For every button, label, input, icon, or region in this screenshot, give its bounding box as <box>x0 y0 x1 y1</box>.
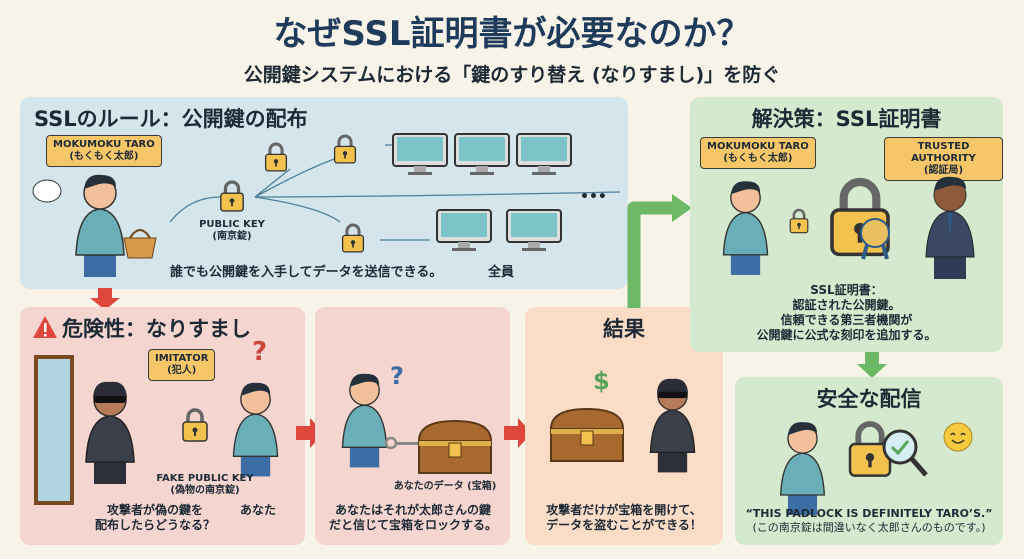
fake-key-label: FAKE PUBLIC KEY(偽物の南京錠) <box>150 473 260 497</box>
lock-caption-line1: あなたはそれが太郎さんの鍵 <box>334 503 491 517</box>
panel-safe-delivery: 安全な配信 “THIS PADLOCK IS DEFINITELY TARO’S… <box>735 377 1003 545</box>
distribution-arrows <box>169 144 621 241</box>
solution-heading: 解決策：SSL証明書 <box>751 107 942 131</box>
padlock-icon <box>788 208 810 235</box>
public-key-padlock-icon <box>219 180 245 213</box>
authority-figure <box>925 176 975 279</box>
down-arrow-icon <box>857 352 887 378</box>
page-title: なぜSSL証明書が必要なのか？ <box>273 14 751 54</box>
up-right-arrow-icon <box>627 194 692 308</box>
result-caption-line1: 攻撃者だけが宝箱を開けて、 <box>546 503 702 517</box>
down-arrow-icon <box>90 288 120 310</box>
rule-caption: 誰でも公開鍵を入手してデータを送信できる。 <box>170 265 443 280</box>
public-key-text-jp: (南京錠) <box>212 231 252 242</box>
safe-quote: “THIS PADLOCK IS DEFINITELY TARO’S.”(この南… <box>735 507 1003 535</box>
rule-heading: SSLのルール：公開鍵の配布 <box>34 107 308 131</box>
everyone-label: 全員 <box>488 265 515 280</box>
authority-label-jp: (認証局) <box>923 165 964 176</box>
basket-icon <box>123 229 157 259</box>
you-label: あなた <box>240 503 277 517</box>
certified-padlock-icon <box>825 175 895 260</box>
warning-icon <box>33 316 57 338</box>
taro-name: MOKUMOKU TARO <box>707 141 809 152</box>
solution-desc-line3: 信頼できる第三者機関が <box>780 313 913 327</box>
solution-desc-line2: 認証された公開鍵。 <box>792 298 901 312</box>
panel-danger-impersonation: 危険性：なりすまし IMITATOR(犯人) ? FAKE PUBLIC KEY… <box>20 307 305 545</box>
lock-caption: あなたはそれが太郎さんの鍵だと信じて宝箱をロックする。 <box>319 503 507 533</box>
panel-lock-data: ? あなたのデータ (宝箱) あなたはそれが太郎さんの鍵だと信じて宝箱をロックす… <box>315 307 510 545</box>
danger-heading: 危険性：なりすまし <box>62 317 251 341</box>
question-mark-icon: ? <box>252 337 268 367</box>
dollar-icon: $ <box>593 367 610 395</box>
safe-quote-jp: (この南京錠は間違いなく太郎さんのものです。) <box>752 521 986 534</box>
danger-caption: 攻撃者が偽の鍵を配布したらどうなる？ <box>80 503 230 533</box>
taro-bubble: MOKUMOKU TARO(もくもく太郎) <box>46 135 162 167</box>
cloud-icon <box>32 179 62 203</box>
lock-caption-line2: だと信じて宝箱をロックする。 <box>328 518 497 532</box>
panel-result: 結果 $ 攻撃者だけが宝箱を開けて、データを盗むことができる！ <box>525 307 723 545</box>
panel-public-key-rule: SSLのルール：公開鍵の配布 MOKUMOKU TARO(もくもく太郎) PUB… <box>20 97 628 289</box>
taro-name-jp: (もくもく太郎) <box>723 153 793 164</box>
solution-desc-line1: SSL証明書： <box>810 283 883 297</box>
happy-person-figure <box>779 421 826 515</box>
more-ellipsis: ••• <box>580 189 607 205</box>
result-caption-line2: データを盗むことができる！ <box>546 518 702 532</box>
you-figure <box>341 372 388 469</box>
key-icon <box>384 436 423 450</box>
danger-caption-line1: 攻撃者が偽の鍵を <box>106 503 203 517</box>
imitator-figure <box>85 380 135 485</box>
result-caption: 攻撃者だけが宝箱を開けて、データを盗むことができる！ <box>525 503 723 533</box>
chest-label: あなたのデータ (宝箱) <box>393 481 497 492</box>
fake-padlock-icon <box>181 408 209 443</box>
padlock-icon <box>264 142 288 173</box>
computer-icon <box>516 133 572 176</box>
public-key-label: PUBLIC KEY(南京錠) <box>196 219 268 243</box>
open-chest-icon <box>550 408 624 462</box>
public-key-text: PUBLIC KEY <box>199 219 265 230</box>
computer-icon <box>454 133 510 176</box>
authority-label: TRUSTED AUTHORITY <box>911 141 976 164</box>
panel-solution: 解決策：SSL証明書 MOKUMOKU TARO(もくもく太郎) TRUSTED… <box>690 97 1003 352</box>
solution-desc-line4: 公開鍵に公式な刻印を追加する。 <box>756 328 937 342</box>
imitator-label: IMITATOR <box>155 353 209 364</box>
magnifier-check-icon <box>882 429 928 477</box>
fake-key-text: FAKE PUBLIC KEY <box>156 473 254 484</box>
page-subtitle: 公開鍵システムにおける「鍵のすり替え (なりすまし)」を防ぐ <box>243 64 781 86</box>
computer-icon <box>436 209 492 252</box>
question-mark-icon: ? <box>390 362 404 390</box>
fake-key-text-jp: (偽物の南京錠) <box>170 485 240 496</box>
safe-heading: 安全な配信 <box>816 387 922 411</box>
solution-description: SSL証明書：認証された公開鍵。信頼できる第三者機関が公開鍵に公式な刻印を追加す… <box>690 283 1003 343</box>
computer-icon <box>392 133 448 176</box>
smiley-icon <box>943 422 973 452</box>
imitator-bubble: IMITATOR(犯人) <box>148 349 216 381</box>
taro-figure <box>722 180 769 276</box>
danger-caption-line2: 配布したらどうなる？ <box>94 518 215 532</box>
safe-quote-en: “THIS PADLOCK IS DEFINITELY TARO’S.” <box>745 507 993 520</box>
imitator-label-jp: (犯人) <box>167 365 197 376</box>
padlock-icon <box>333 134 357 165</box>
taro-name-jp: (もくもく太郎) <box>69 151 139 162</box>
taro-bubble: MOKUMOKU TARO(もくもく太郎) <box>700 137 816 169</box>
taro-name: MOKUMOKU TARO <box>53 139 155 150</box>
mirror-icon <box>34 355 74 505</box>
treasure-chest-icon <box>418 420 492 474</box>
result-heading: 結果 <box>603 317 645 341</box>
padlock-icon <box>341 223 365 254</box>
computer-icon <box>506 209 562 252</box>
attacker-figure <box>649 377 696 474</box>
